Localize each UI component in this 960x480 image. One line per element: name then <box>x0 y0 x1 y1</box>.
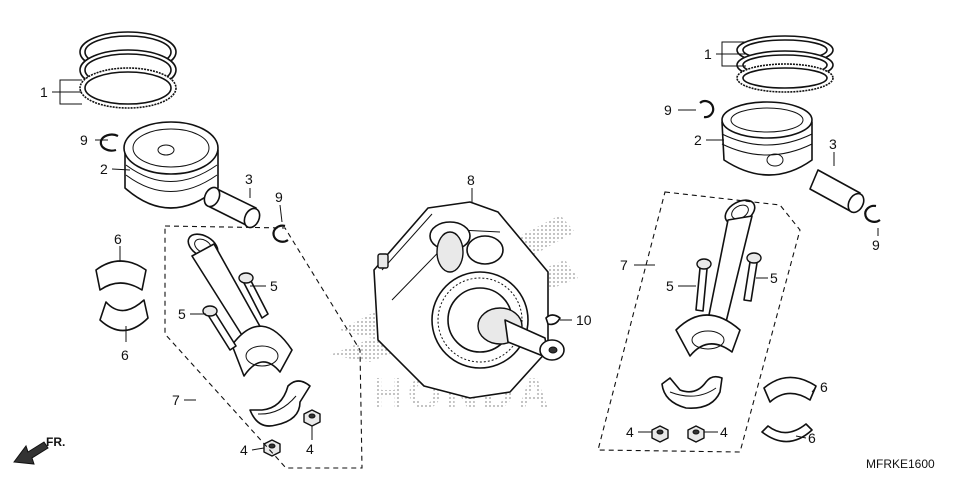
callout-rod-nut-right-a: 4 <box>626 424 634 440</box>
left-rod-bolts <box>202 272 269 351</box>
callout-pin-clip-left: 9 <box>275 189 283 205</box>
callout-labels: 1 9 2 3 9 6 6 5 5 7 4 4 8 10 1 9 2 3 9 7… <box>40 46 880 458</box>
crankshaft <box>373 201 565 399</box>
callout-piston-clip-right: 9 <box>664 102 672 118</box>
left-rod-cap <box>249 380 311 427</box>
left-pin-clip <box>272 224 289 243</box>
right-piston <box>721 101 813 176</box>
callout-pin-clip-right: 9 <box>872 237 880 253</box>
left-piston-clip <box>99 133 119 152</box>
callout-bearing-lower-right: 6 <box>808 430 816 446</box>
callout-piston-left: 2 <box>100 161 108 177</box>
callout-rod-nut-left-b: 4 <box>306 441 314 457</box>
callout-rod-nut-left-a: 4 <box>240 442 248 458</box>
right-bearing-upper <box>763 376 817 403</box>
left-connecting-rod <box>187 233 293 377</box>
left-piston-pin <box>203 186 261 229</box>
right-rod-cap <box>661 375 723 409</box>
callout-crankshaft: 8 <box>467 172 475 188</box>
diagram-code: MFRKE1600 <box>866 457 935 471</box>
right-piston-pin <box>809 169 865 214</box>
left-rod-nuts <box>263 409 321 457</box>
left-bearing-lower <box>99 299 149 332</box>
callout-bearing-lower-left: 6 <box>121 347 129 363</box>
callout-rod-assembly-right: 7 <box>620 257 628 273</box>
callout-piston-pin-left: 3 <box>245 171 253 187</box>
right-rod-bolts <box>695 252 762 312</box>
callout-piston-clip-left: 9 <box>80 132 88 148</box>
callout-piston-pin-right: 3 <box>829 136 837 152</box>
callout-rod-bolt-lower-left: 5 <box>178 306 186 322</box>
callout-rod-bolt-left-right: 5 <box>666 278 674 294</box>
callout-rod-bolt-upper-left: 5 <box>270 278 278 294</box>
callout-rod-assembly-left: 7 <box>172 392 180 408</box>
right-rod-nuts <box>651 425 705 443</box>
right-rod-group-outline <box>597 191 801 453</box>
callout-bearing-upper-left: 6 <box>114 231 122 247</box>
left-piston <box>123 121 219 209</box>
callout-rod-bolt-right-right: 5 <box>770 270 778 286</box>
right-connecting-rod <box>675 199 756 357</box>
callout-piston-right: 2 <box>694 132 702 148</box>
woodruff-key <box>545 314 561 326</box>
callout-bearing-upper-right: 6 <box>820 379 828 395</box>
right-pin-clip <box>864 204 881 223</box>
leader-lines <box>52 41 879 451</box>
callout-rod-nut-right-b: 4 <box>720 424 728 440</box>
right-piston-clip <box>699 100 715 119</box>
left-piston-rings <box>79 31 177 109</box>
front-arrow-icon <box>13 441 49 465</box>
left-rod-group-outline <box>164 225 363 469</box>
callout-piston-rings-right: 1 <box>704 46 712 62</box>
callout-woodruff-key: 10 <box>576 312 592 328</box>
front-direction-indicator: FR. <box>13 435 65 465</box>
front-label: FR. <box>46 435 65 449</box>
right-bearing-lower <box>761 423 813 443</box>
left-bearing-upper <box>95 260 147 291</box>
right-piston-rings <box>736 35 834 93</box>
callout-piston-rings-left: 1 <box>40 84 48 100</box>
